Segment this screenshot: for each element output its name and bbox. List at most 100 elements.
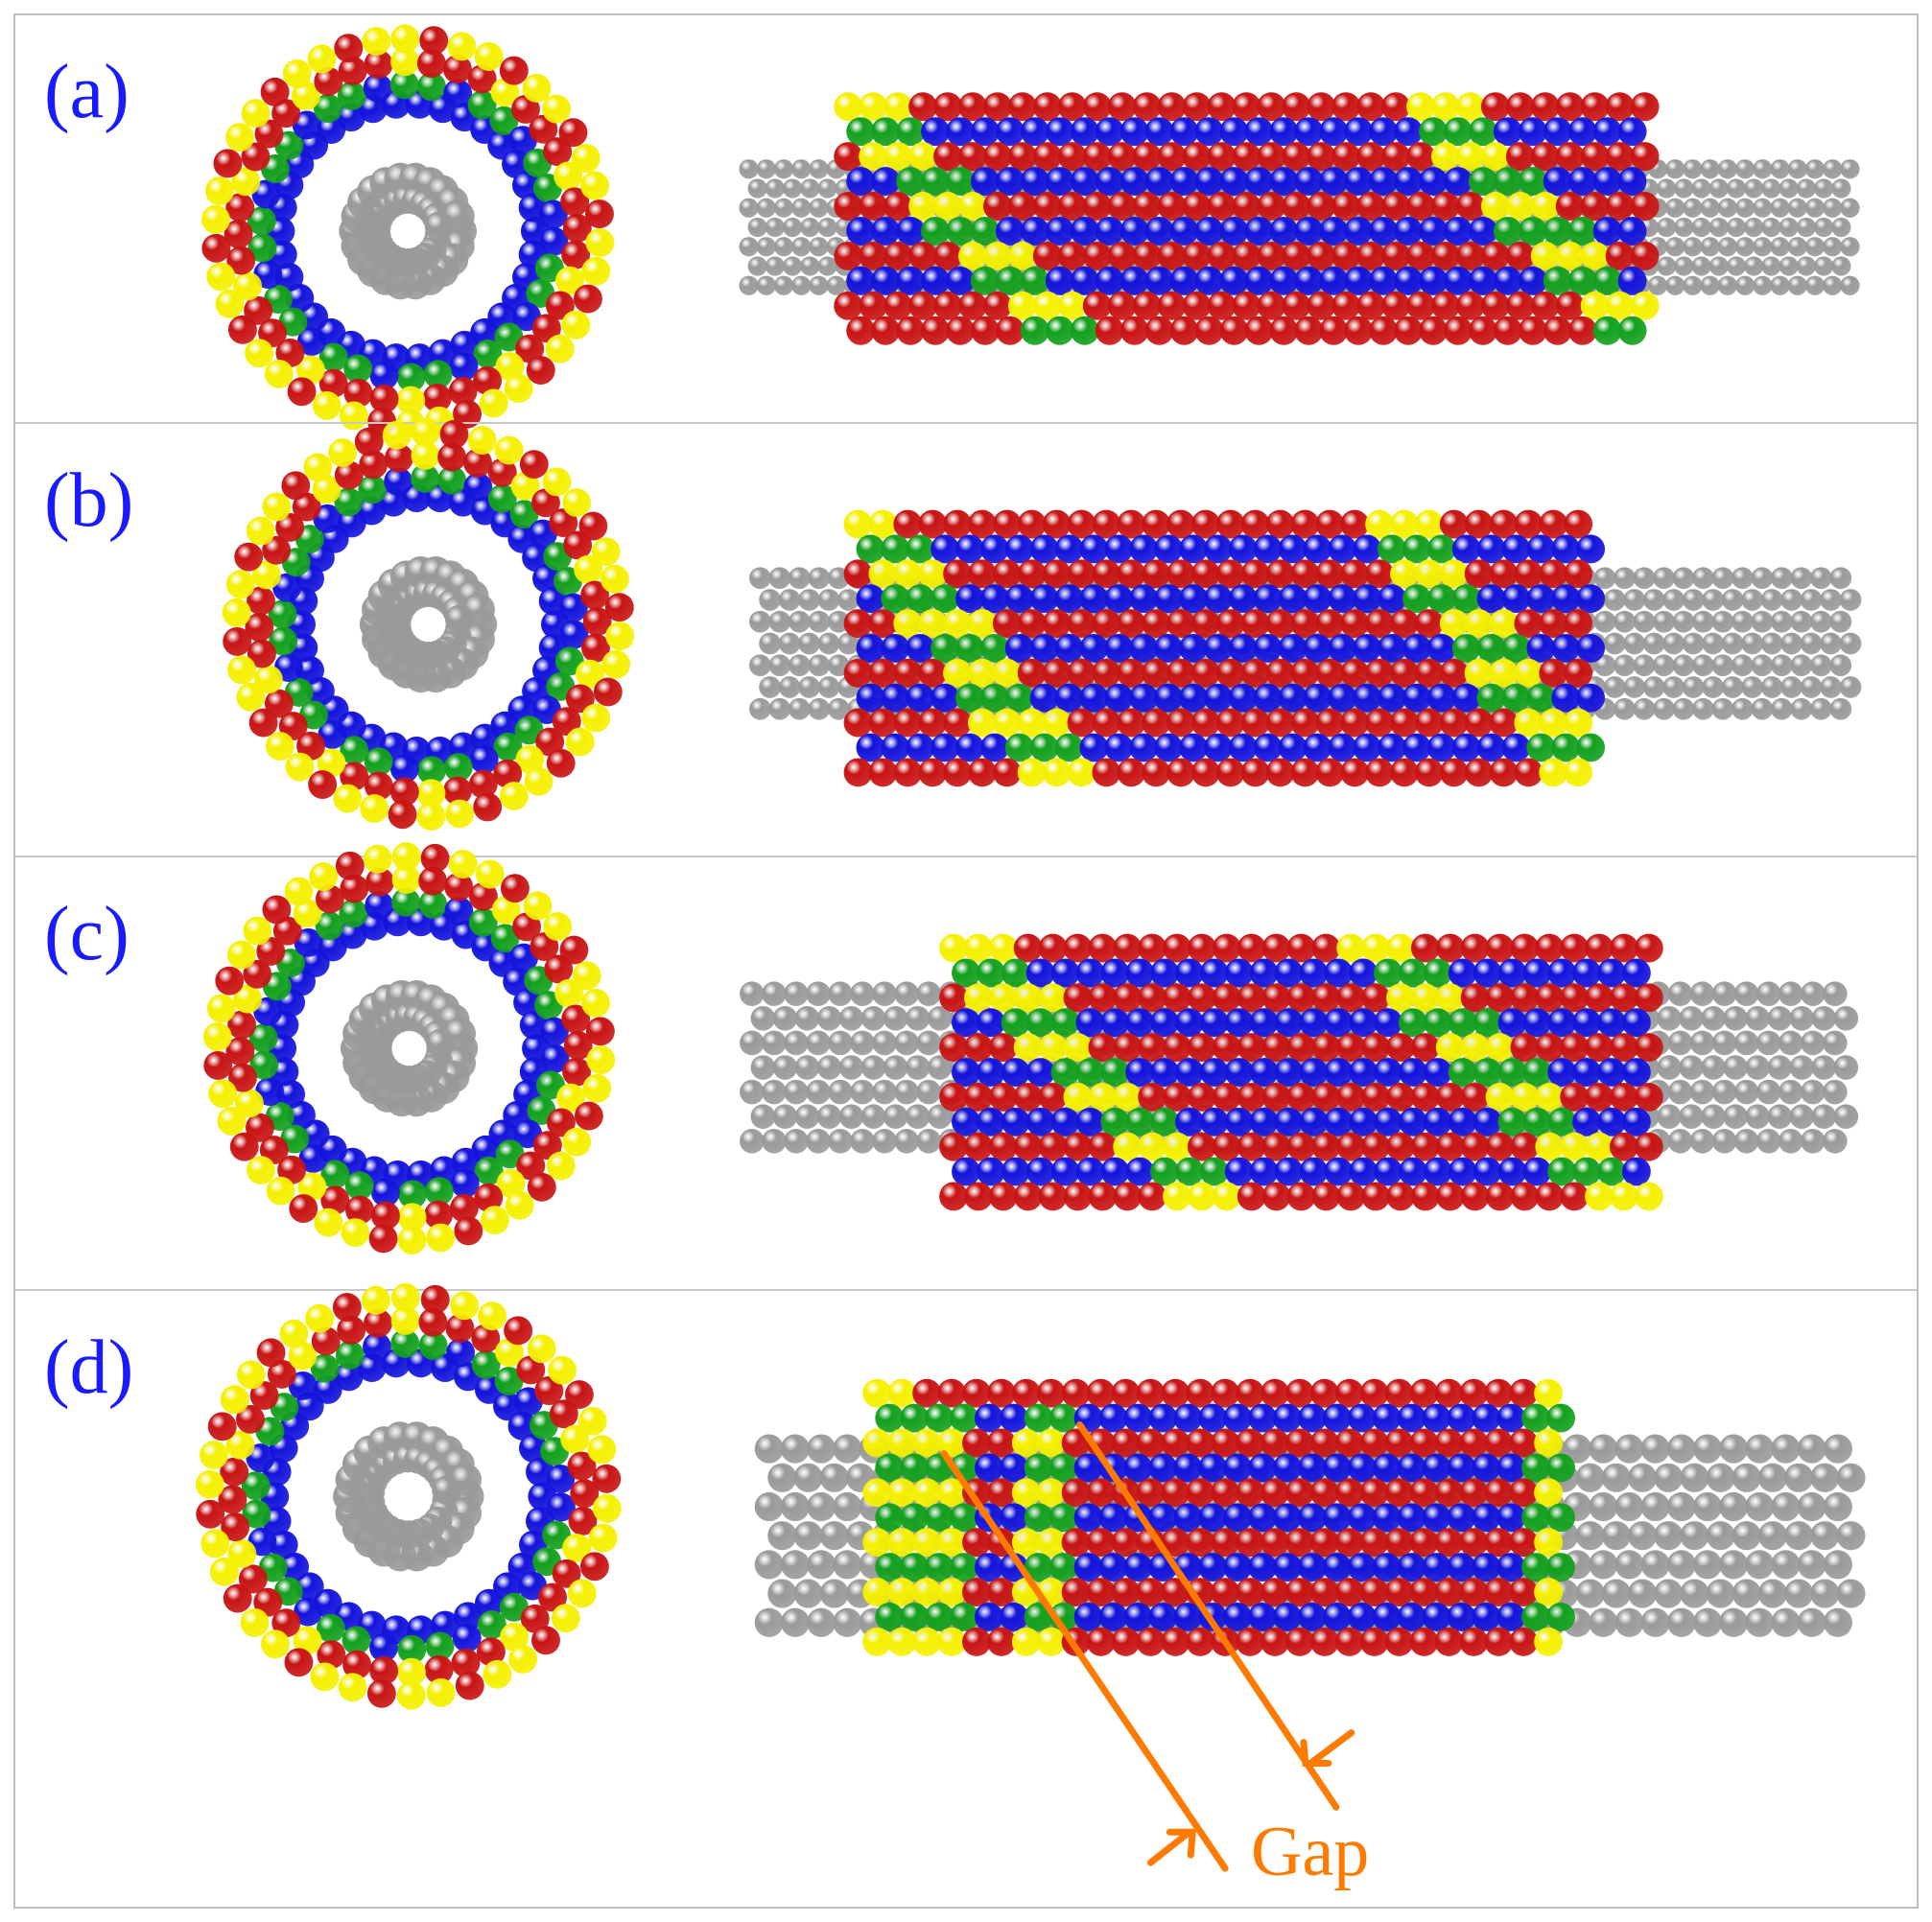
red-atom: [1042, 609, 1072, 639]
red-atom: [516, 1151, 546, 1181]
green-atom: [1567, 266, 1597, 295]
gray-atom: [809, 198, 829, 218]
blue-atom: [1621, 1058, 1651, 1087]
green-atom: [970, 217, 1000, 246]
yellow-atom: [887, 1627, 917, 1656]
green-atom: [1070, 316, 1099, 345]
green-atom: [1547, 1107, 1577, 1137]
red-atom: [1319, 316, 1349, 345]
gray-atom: [817, 676, 840, 698]
red-atom: [912, 1378, 942, 1408]
blue-atom: [1576, 534, 1606, 564]
green-atom: [1546, 1453, 1576, 1483]
red-atom: [1265, 758, 1295, 787]
red-atom: [1334, 1428, 1364, 1458]
red-atom: [253, 1587, 283, 1617]
gray-atom: [1726, 217, 1747, 238]
blue-atom: [1617, 266, 1647, 295]
gray-atom: [1784, 1579, 1814, 1608]
green-atom: [1597, 1157, 1626, 1186]
red-atom: [1038, 1132, 1068, 1161]
gray-atom: [1589, 1491, 1618, 1522]
green-atom: [1567, 217, 1597, 246]
red-atom: [884, 291, 913, 320]
red-atom: [1117, 658, 1146, 688]
yellow-atom: [574, 554, 603, 584]
blue-atom: [1173, 1403, 1203, 1433]
gray-atom: [1647, 275, 1668, 295]
red-atom: [1207, 142, 1237, 172]
yellow-atom: [988, 933, 1018, 963]
blue-atom: [337, 103, 365, 132]
green-atom: [1001, 1008, 1030, 1038]
gray-atom: [1653, 567, 1675, 590]
gray-atom: [1623, 589, 1646, 611]
green-atom: [906, 584, 935, 614]
green-atom: [437, 465, 467, 495]
red-atom: [1136, 1428, 1166, 1458]
red-atom: [1215, 658, 1245, 688]
yellow-atom: [572, 961, 601, 991]
blue-atom: [1347, 1602, 1377, 1631]
red-atom: [1555, 291, 1585, 320]
red-atom: [388, 800, 417, 830]
gray-atom: [1745, 1491, 1775, 1522]
red-atom: [1560, 1082, 1590, 1112]
red-atom: [1017, 509, 1047, 539]
blue-atom: [1328, 683, 1357, 713]
yellow-atom: [912, 1478, 942, 1508]
blue-atom: [1104, 683, 1134, 713]
yellow-atom: [382, 420, 412, 450]
red-atom: [1013, 933, 1043, 963]
red-atom: [1284, 1627, 1314, 1656]
red-atom: [1535, 983, 1565, 1013]
red-atom: [223, 626, 252, 656]
red-atom: [1166, 559, 1195, 589]
yellow-atom: [333, 784, 363, 813]
blue-atom: [1274, 1008, 1304, 1038]
red-atom: [1161, 1478, 1190, 1508]
yellow-atom: [543, 912, 573, 942]
gray-atom: [1689, 981, 1715, 1007]
red-atom: [868, 658, 898, 688]
red-atom: [1163, 1033, 1191, 1063]
red-atom: [1042, 509, 1072, 539]
yellow-atom: [862, 1528, 892, 1558]
gray-atom: [1770, 567, 1793, 590]
green-atom: [1423, 1008, 1452, 1038]
gray-atom: [1733, 1079, 1759, 1105]
red-atom: [224, 220, 253, 248]
red-atom: [1261, 1033, 1291, 1063]
blue-atom: [1451, 683, 1481, 713]
blue-atom: [1476, 733, 1506, 762]
yellow-atom: [391, 864, 421, 894]
gray-atom: [1702, 632, 1725, 655]
gray-atom: [1735, 159, 1755, 179]
red-atom: [1161, 1528, 1190, 1558]
gray-atom: [783, 178, 803, 199]
green-atom: [946, 217, 975, 246]
yellow-atom: [411, 418, 440, 447]
red-atom: [1182, 192, 1212, 221]
yellow-atom: [467, 426, 497, 455]
red-atom: [468, 881, 498, 911]
red-atom: [473, 792, 503, 822]
gray-atom: [1804, 275, 1826, 295]
blue-atom: [1199, 1107, 1229, 1137]
blue-atom: [1175, 958, 1204, 988]
gray-atom: [1633, 654, 1656, 677]
yellow-atom: [524, 766, 554, 796]
blue-atom: [1344, 217, 1374, 246]
blue-atom: [1219, 167, 1249, 197]
yellow-atom: [396, 386, 426, 415]
blue-atom: [1617, 217, 1647, 246]
green-atom: [1100, 1058, 1130, 1087]
gray-atom: [1761, 256, 1781, 276]
yellow-atom: [297, 1172, 327, 1202]
gray-atom: [1823, 159, 1843, 179]
gray-atom: [762, 1030, 787, 1056]
blue-atom: [363, 1332, 391, 1362]
gray-atom: [1708, 178, 1729, 199]
yellow-atom: [1032, 291, 1062, 320]
blue-atom: [1104, 733, 1134, 762]
